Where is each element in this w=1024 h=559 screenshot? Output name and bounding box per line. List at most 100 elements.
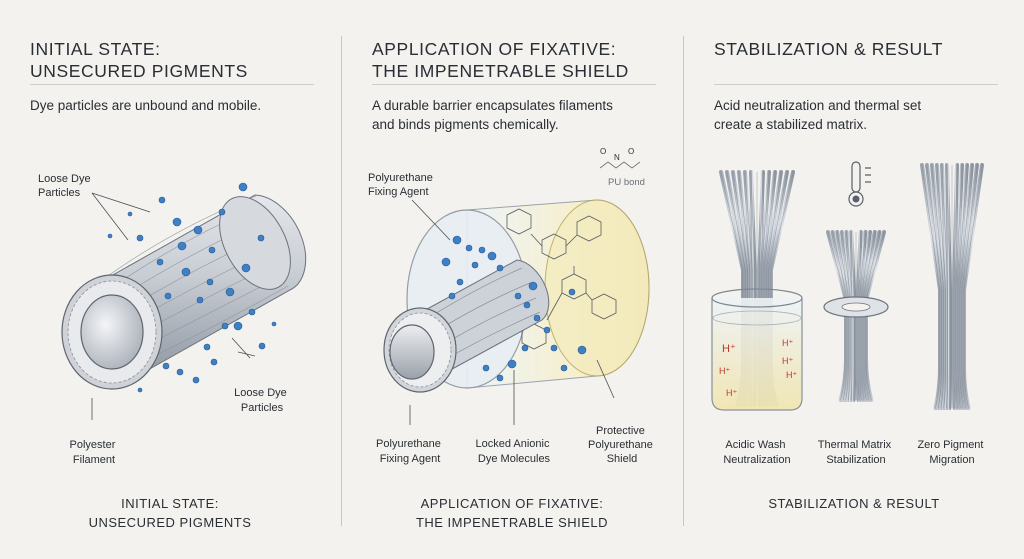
dye-particle — [156, 258, 164, 266]
svg-text:O: O — [628, 147, 634, 156]
dye-particle — [487, 251, 497, 261]
dye-particle — [203, 343, 211, 351]
zero-migration-bundle — [920, 163, 984, 410]
stabilization-illustration: H⁺ H⁺ H⁺ H⁺ H⁺ H⁺ Acidic Wash Neutraliza… — [711, 161, 984, 466]
svg-text:N: N — [614, 153, 620, 162]
dye-particle — [206, 278, 214, 286]
heading-rule — [372, 84, 656, 85]
label-acidic-wash: Acidic Wash Neutralization — [723, 439, 790, 466]
fiber-outline — [957, 164, 968, 409]
dye-particle — [521, 344, 529, 352]
shielded-filament-illustration: N O O PU bond Polyurethane Fixing Agent … — [368, 147, 656, 465]
dye-particle — [162, 362, 170, 370]
molecular-network — [506, 208, 617, 350]
dye-particle — [496, 264, 504, 272]
label-loose-dye-top: Loose Dye Particles — [38, 173, 94, 199]
dye-particle — [448, 292, 456, 300]
label-loose-dye-bottom: Loose Dye Particles — [234, 387, 290, 414]
svg-text:H⁺: H⁺ — [782, 356, 793, 366]
thermometer-icon — [848, 161, 871, 207]
dye-particle — [137, 387, 143, 393]
label-polyester-filament: Polyester Filament — [70, 439, 119, 466]
fiber-outline — [936, 164, 947, 409]
dye-particle — [127, 211, 133, 217]
panel-stabilization-result: STABILIZATION & RESULT Acid neutralizati… — [684, 0, 1024, 559]
dye-particle — [257, 234, 265, 242]
unsecured-filament-illustration: Loose Dye Particles Loose Dye Particles … — [38, 173, 307, 466]
label-protective-shield: Protective Polyurethane Shield — [588, 425, 656, 465]
pu-bond-structure: N O O — [599, 147, 641, 169]
dye-particle — [496, 374, 504, 382]
dye-particle — [172, 217, 182, 227]
fiber-outline — [926, 164, 943, 409]
panel-initial-state: INITIAL STATE: UNSECURED PIGMENTS Dye pa… — [0, 0, 340, 559]
dye-particle — [441, 257, 451, 267]
fiber-outline — [931, 164, 945, 409]
svg-text:H⁺: H⁺ — [726, 388, 737, 398]
panel-heading: APPLICATION OF FIXATIVE: THE IMPENETRABL… — [372, 39, 629, 81]
fiber-outline — [963, 164, 983, 409]
acid-washed-bundle — [711, 170, 803, 411]
dye-particle — [452, 235, 462, 245]
panel-footer: STABILIZATION & RESULT — [768, 496, 940, 511]
dye-particle — [577, 345, 587, 355]
locked-dye-molecules — [441, 235, 587, 382]
dye-particle — [248, 308, 256, 316]
dye-particle — [164, 292, 172, 300]
dye-particle — [210, 358, 218, 366]
loose-dye-particles — [107, 182, 277, 393]
dye-particle — [523, 301, 531, 309]
svg-text:H⁺: H⁺ — [722, 343, 736, 355]
dye-particle — [241, 263, 251, 273]
panel-divider — [341, 36, 342, 526]
panel-divider — [683, 36, 684, 526]
dye-particle — [471, 261, 479, 269]
dye-particle — [221, 322, 229, 330]
svg-text:H⁺: H⁺ — [786, 370, 797, 380]
dye-particle — [482, 364, 490, 372]
dye-particle — [208, 246, 216, 254]
dye-particle — [271, 321, 277, 327]
heading-rule — [30, 84, 314, 85]
panel-footer: APPLICATION OF FIXATIVE: THE IMPENETRABL… — [415, 496, 609, 530]
dye-particle — [456, 278, 464, 286]
svg-text:H⁺: H⁺ — [719, 366, 730, 376]
heading-rule — [714, 84, 998, 85]
panel-description: Dye particles are unbound and mobile. — [30, 98, 262, 113]
dye-particle — [465, 244, 473, 252]
dye-particle — [507, 359, 517, 369]
dye-particle — [225, 287, 235, 297]
svg-text:O: O — [600, 147, 606, 156]
acid-ions: H⁺ H⁺ H⁺ H⁺ H⁺ H⁺ — [719, 338, 797, 398]
dye-particle — [107, 233, 113, 239]
dye-particle — [218, 208, 226, 216]
dye-particle — [568, 288, 576, 296]
dye-particle — [533, 314, 541, 322]
dye-particle — [192, 376, 200, 384]
inner-filament — [383, 259, 550, 393]
dye-particle — [258, 342, 266, 350]
dye-particle — [177, 241, 187, 251]
label-thermal-matrix: Thermal Matrix Stabilization — [818, 439, 894, 466]
dye-particle — [196, 296, 204, 304]
dye-particle — [514, 292, 522, 300]
dye-particle — [528, 281, 538, 291]
label-polyurethane-top: Polyurethane Fixing Agent — [368, 172, 436, 198]
dye-particle — [233, 321, 243, 331]
fiber-outline — [955, 164, 963, 409]
panel-heading: INITIAL STATE: UNSECURED PIGMENTS — [30, 39, 248, 81]
dye-particle — [543, 326, 551, 334]
panel-footer: INITIAL STATE: UNSECURED PIGMENTS — [88, 496, 252, 530]
filament-bundle — [61, 194, 307, 390]
panel-description: Acid neutralization and thermal set crea… — [714, 98, 922, 132]
dye-particle — [176, 368, 184, 376]
dye-particle — [181, 267, 191, 277]
dye-particle — [136, 234, 144, 242]
dye-particle — [560, 364, 568, 372]
svg-text:H⁺: H⁺ — [782, 338, 793, 348]
dye-particle — [238, 182, 248, 192]
dye-particle — [193, 225, 203, 235]
label-polyurethane-bottom: Polyurethane Fixing Agent — [376, 438, 444, 465]
label-pu-bond: PU bond — [608, 177, 645, 188]
fiber-outline — [946, 164, 951, 409]
